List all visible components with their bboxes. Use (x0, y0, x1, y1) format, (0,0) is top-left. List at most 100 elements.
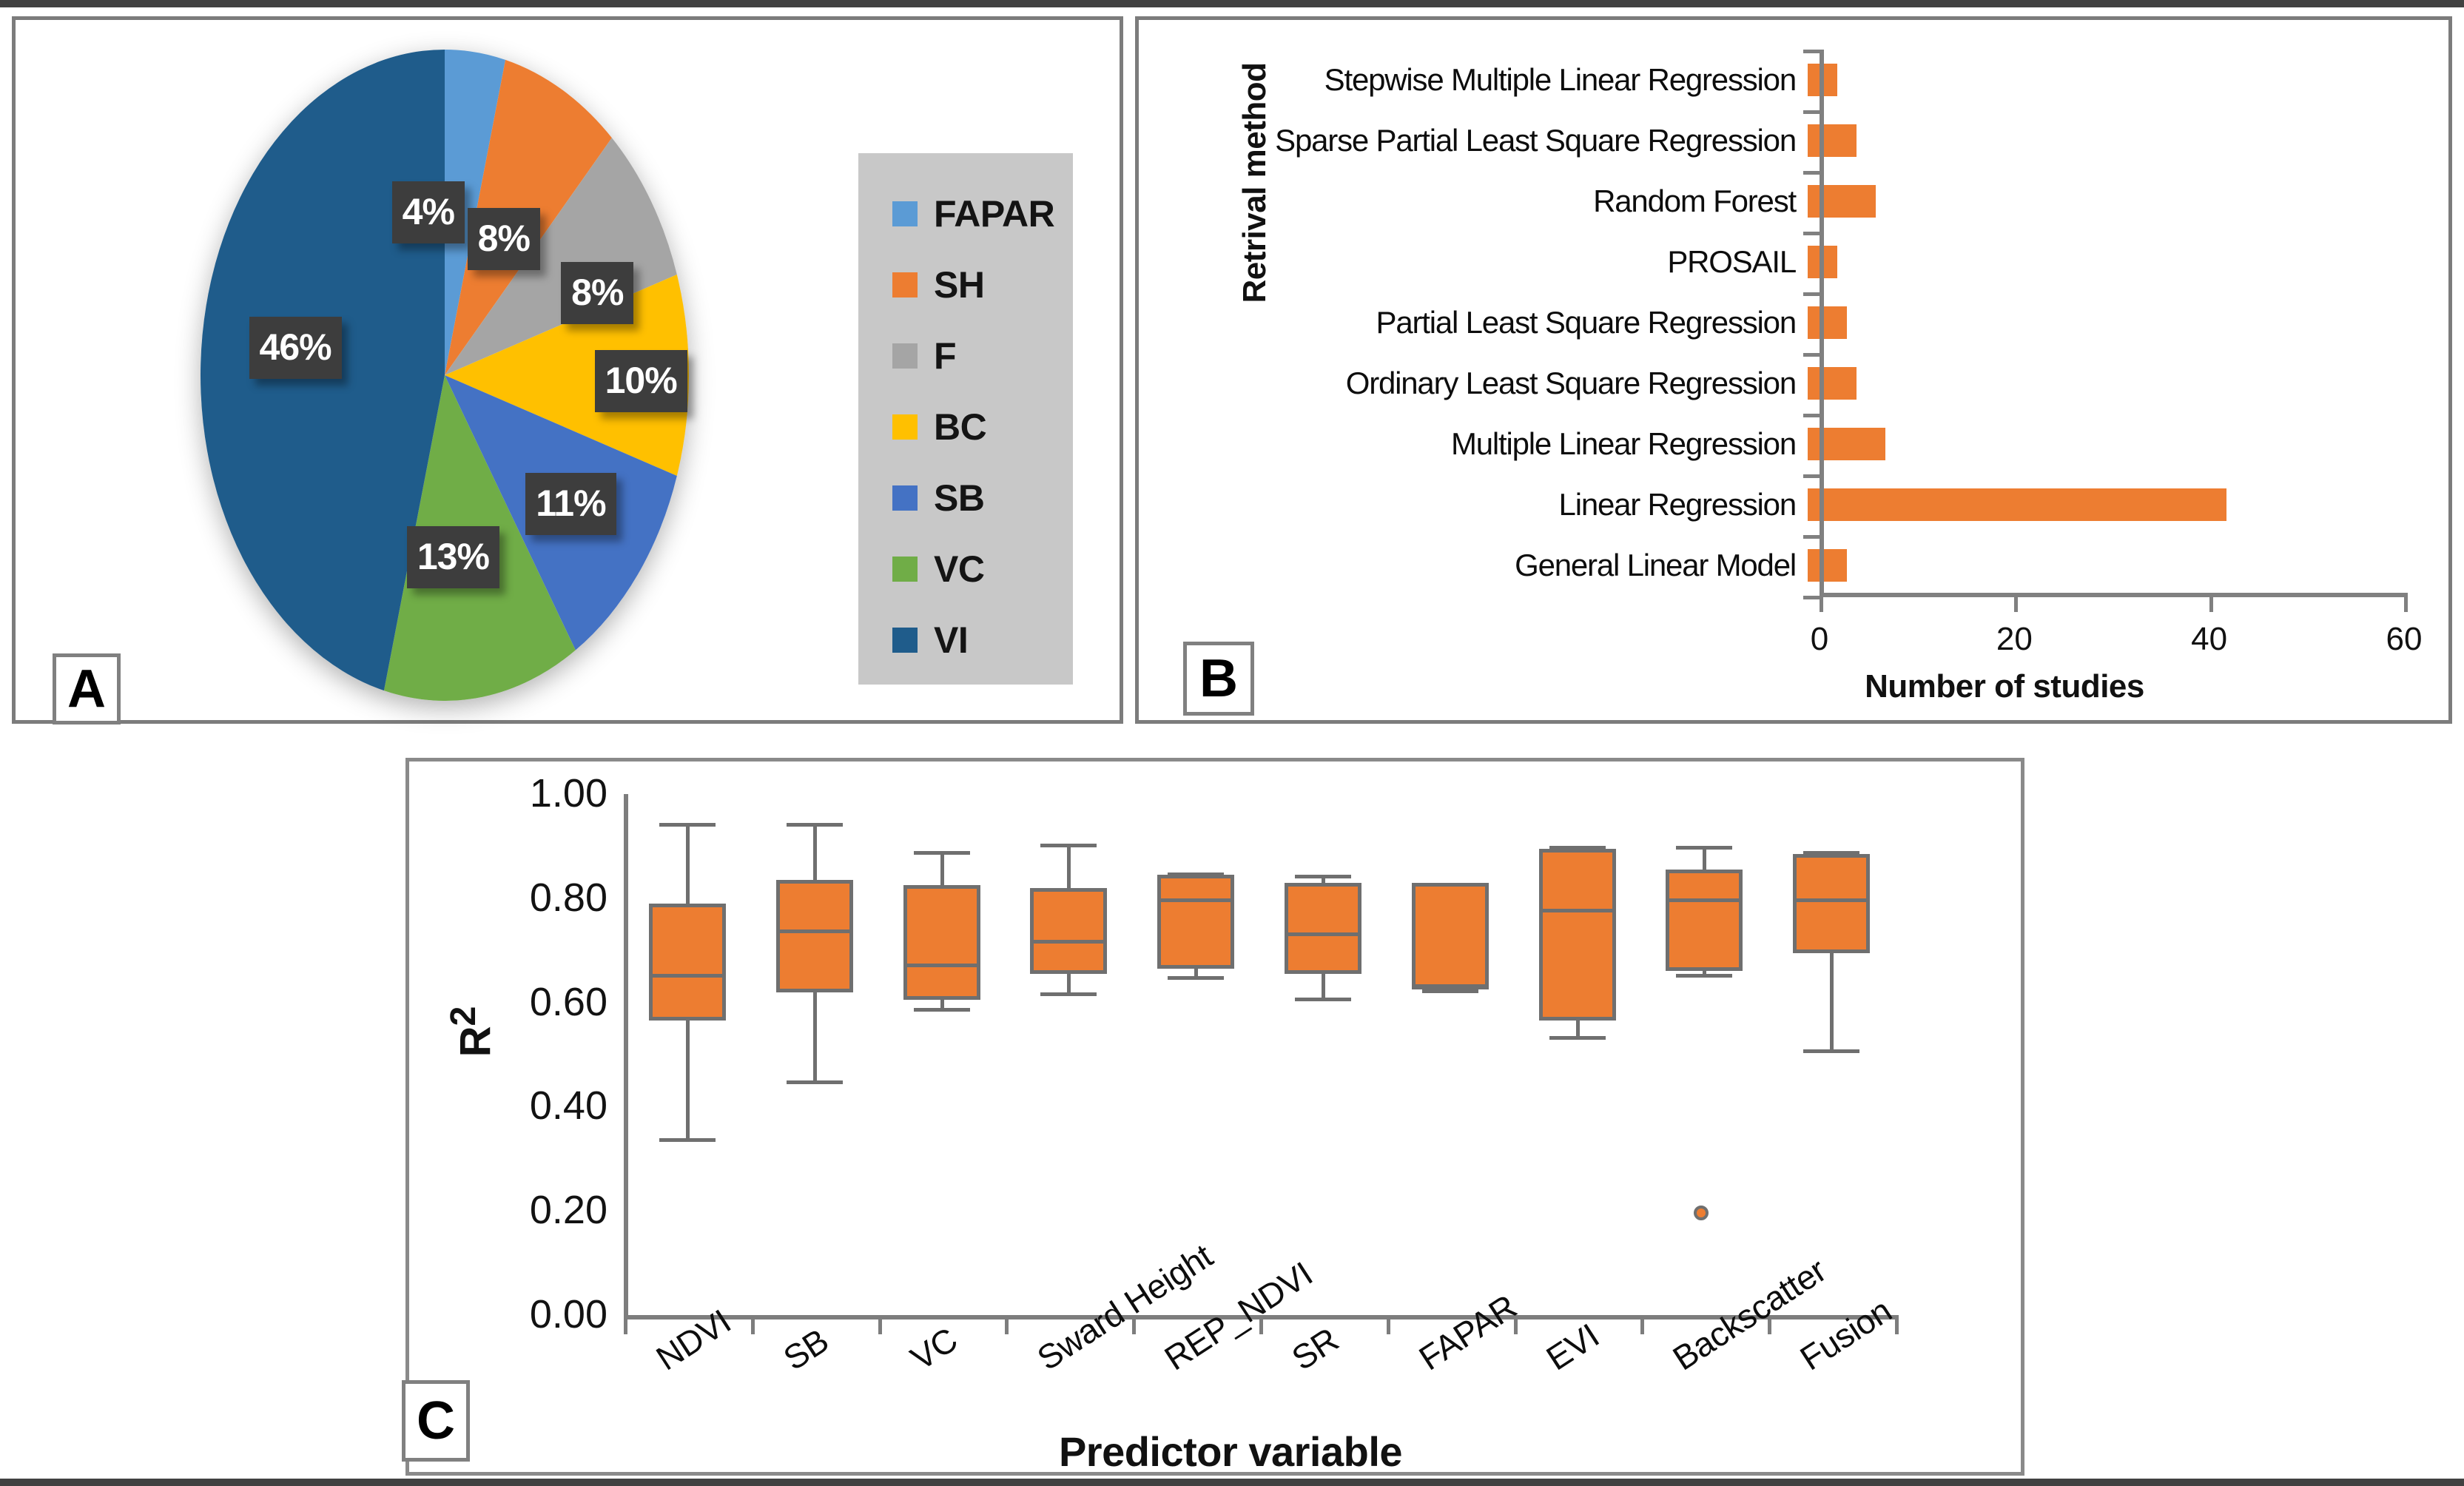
box-plot-box (1284, 882, 1361, 974)
bar-row: Ordinary Least Square Regression (1251, 353, 2406, 414)
box-plot-lower-whisker (1830, 952, 1834, 1049)
pie-data-label-f: 8% (561, 261, 634, 324)
bar-chart-x-tick (2014, 593, 2019, 612)
legend-item-sh[interactable]: SH (892, 249, 1073, 320)
legend-item-label: FAPAR (934, 193, 1055, 235)
box-plot-x-tick-label-evi: EVI (1539, 1316, 1606, 1378)
bar-chart-y-tick (1803, 353, 1821, 357)
bar-chart-y-tick (1803, 535, 1821, 539)
box-plot-upper-cap (786, 822, 843, 827)
bar-category-label: Random Forest (1593, 184, 1797, 218)
bar-category-label: General Linear Model (1515, 548, 1797, 582)
bar-row: General Linear Model (1251, 535, 2406, 596)
bar-chart-y-tick (1803, 596, 1821, 599)
bar-row: Sparse Partial Least Square Regression (1251, 110, 2406, 171)
box-plot-median-line (1030, 940, 1108, 944)
bar-chart-y-tick (1803, 232, 1821, 235)
legend-item-label: VC (934, 548, 985, 590)
bar-chart-y-tick (1803, 171, 1821, 175)
box-plot-box (1030, 887, 1108, 974)
pie-data-label-bc: 10% (594, 350, 687, 412)
bar-chart-x-axis-title: Number of studies (1865, 668, 2144, 705)
pie-slice-bc (445, 275, 689, 476)
bar-chart-y-tick (1803, 110, 1821, 114)
legend-item-f[interactable]: F (892, 320, 1073, 391)
box-plot-item-sb (624, 794, 1896, 1319)
box-plot-item-sr (624, 794, 1896, 1319)
box-plot-median-line (1538, 908, 1616, 912)
panel-label-a: A (53, 653, 121, 724)
bar-category-label: Ordinary Least Square Regression (1345, 366, 1797, 400)
box-plot-upper-cap (1294, 875, 1351, 879)
box-plot-y-tick-label: 0.40 (529, 1083, 607, 1129)
box-plot-item-ndvi (624, 794, 1896, 1319)
panel-label-c: C (402, 1380, 470, 1462)
box-plot-x-tick (1768, 1315, 1772, 1334)
legend-swatch-icon-vc (892, 557, 918, 582)
box-plot-upper-cap (659, 822, 716, 827)
box-plot-lower-whisker (685, 1021, 690, 1138)
box-plot-y-tick-label: 0.20 (529, 1188, 607, 1233)
legend-item-label: BC (934, 406, 987, 448)
bar-chart-x-tick (2209, 593, 2213, 612)
box-plot-y-tick-label: 0.00 (529, 1292, 607, 1337)
bar-partial-least-square-regression (1808, 306, 1847, 339)
bar-category-label: Stepwise Multiple Linear Regression (1324, 62, 1797, 97)
box-plot-upper-whisker (940, 851, 944, 886)
box-plot-box (648, 903, 726, 1021)
box-plot-x-tick-label-sr: SR (1285, 1319, 1345, 1378)
box-plot-upper-cap (1168, 872, 1225, 876)
box-plot-x-tick (878, 1315, 882, 1334)
box-plot-x-tick (1513, 1315, 1518, 1334)
box-plot-upper-cap (1676, 846, 1733, 850)
box-plot-lower-whisker (940, 1000, 944, 1008)
bar-track (1808, 535, 2406, 596)
box-plot-upper-cap (1549, 846, 1606, 850)
legend-item-label: VI (934, 619, 969, 661)
bar-ordinary-least-square-regression (1808, 367, 1857, 400)
box-plot-lower-cap (786, 1080, 843, 1085)
legend-item-vc[interactable]: VC (892, 534, 1073, 605)
box-plot-y-tick-label: 0.80 (529, 875, 607, 920)
legend-item-sb[interactable]: SB (892, 463, 1073, 534)
box-plot-lower-cap (1421, 989, 1478, 993)
legend-item-label: SH (934, 264, 985, 306)
legend-item-fapar[interactable]: FAPAR (892, 178, 1073, 249)
bar-chart-y-tick (1803, 50, 1821, 53)
legend-item-vi[interactable]: VI (892, 605, 1073, 676)
box-plot-median-line (775, 929, 853, 934)
bar-chart-x-axis-line (1820, 593, 2406, 597)
pie-data-label-sb: 11% (525, 473, 616, 536)
box-plot-x-tick (1640, 1315, 1645, 1334)
legend-item-bc[interactable]: BC (892, 391, 1073, 463)
panel-b-bar-chart: Retrival method Stepwise Multiple Linear… (1135, 16, 2452, 724)
pie-legend: FAPAR SH F BC SB VC VI (858, 153, 1073, 685)
box-plot-box (1538, 848, 1616, 1021)
legend-swatch-icon-vi (892, 628, 918, 653)
box-plot-upper-cap (913, 851, 970, 855)
bar-chart-y-tick (1803, 292, 1821, 296)
box-plot-x-tick (1259, 1315, 1263, 1334)
box-plot-upper-whisker (685, 822, 690, 904)
bar-random-forest (1808, 185, 1876, 218)
bar-chart-y-tick (1803, 474, 1821, 478)
box-plot-lower-cap (1168, 976, 1225, 981)
box-plot-x-tick (1386, 1315, 1390, 1334)
box-plot-y-axis-title-base: R (451, 1026, 500, 1058)
box-plot-box (1793, 853, 1871, 953)
box-plot-box (903, 885, 980, 1001)
panel-label-b: B (1183, 642, 1254, 716)
box-plot-lower-whisker (812, 992, 817, 1081)
bar-track (1808, 171, 2406, 232)
box-plot-lower-cap (1294, 997, 1351, 1001)
box-plot-upper-cap (1803, 851, 1860, 855)
bar-chart-y-tick (1803, 414, 1821, 417)
bar-category-label: PROSAIL (1667, 244, 1797, 279)
box-plot-item-fapar (624, 794, 1896, 1319)
legend-item-label: F (934, 335, 957, 377)
bar-row: PROSAIL (1251, 232, 2406, 292)
